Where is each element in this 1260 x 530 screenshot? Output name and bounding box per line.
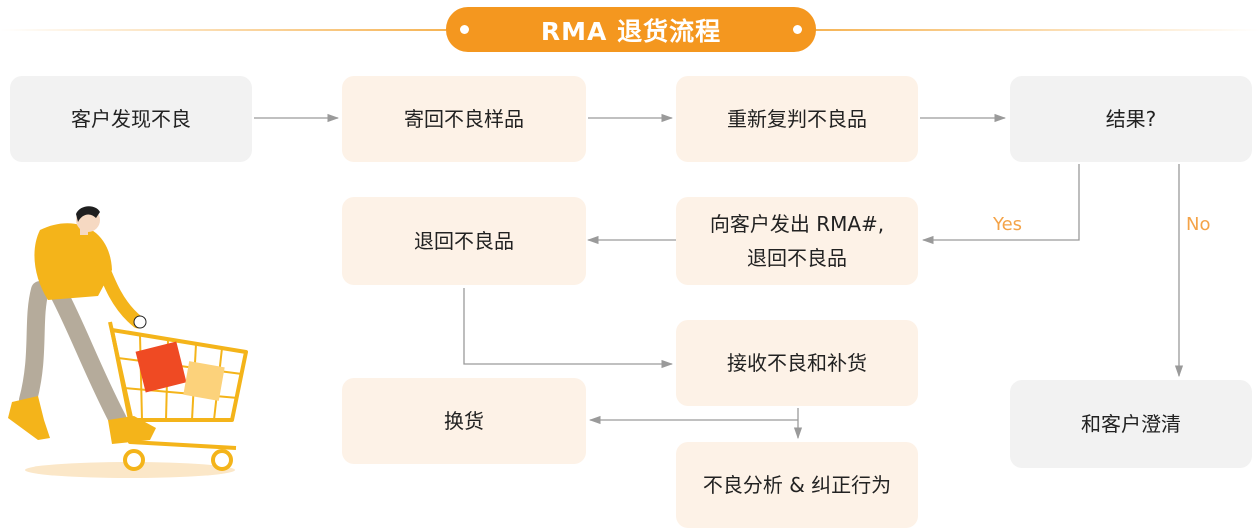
node-label-line2: 退回不良品 bbox=[747, 246, 847, 270]
title-dot-right-icon bbox=[793, 25, 802, 34]
arrow-result-yes bbox=[921, 164, 1080, 245]
node-label-line1: 向客户发出 RMA#, bbox=[709, 212, 885, 236]
node-label: 客户发现不良 bbox=[71, 107, 191, 131]
title-dot-left-icon bbox=[460, 25, 469, 34]
header-rule-right bbox=[814, 29, 1260, 31]
node-issue-rma: 向客户发出 RMA#, 退回不良品 bbox=[676, 197, 918, 285]
node-return-sample: 寄回不良样品 bbox=[342, 76, 586, 162]
node-return-defect: 退回不良品 bbox=[342, 197, 586, 285]
page-title: RMA 退货流程 bbox=[540, 16, 722, 46]
node-result: 结果? bbox=[1010, 76, 1252, 162]
node-label: 接收不良和补货 bbox=[727, 351, 867, 375]
node-receive-replenish: 接收不良和补货 bbox=[676, 320, 918, 406]
node-label: 换货 bbox=[444, 409, 484, 433]
node-label: 寄回不良样品 bbox=[404, 107, 524, 131]
header-rule-left bbox=[0, 29, 446, 31]
node-label: 不良分析 & 纠正行为 bbox=[702, 473, 892, 497]
node-analysis: 不良分析 & 纠正行为 bbox=[676, 442, 918, 528]
node-label: 结果? bbox=[1105, 107, 1157, 131]
title-banner: RMA 退货流程 bbox=[446, 7, 816, 52]
edge-label-yes: Yes bbox=[993, 214, 1023, 235]
arrow-return-to-receive bbox=[463, 288, 674, 369]
node-label: 重新复判不良品 bbox=[727, 107, 867, 131]
node-recheck: 重新复判不良品 bbox=[676, 76, 918, 162]
edge-label-no: No bbox=[1186, 214, 1211, 235]
shopping-illustration bbox=[8, 206, 248, 478]
node-label: 退回不良品 bbox=[414, 229, 514, 253]
node-clarify: 和客户澄清 bbox=[1010, 380, 1252, 468]
node-label: 和客户澄清 bbox=[1081, 412, 1181, 436]
node-exchange: 换货 bbox=[342, 378, 586, 464]
node-customer-finds-defect: 客户发现不良 bbox=[10, 76, 252, 162]
